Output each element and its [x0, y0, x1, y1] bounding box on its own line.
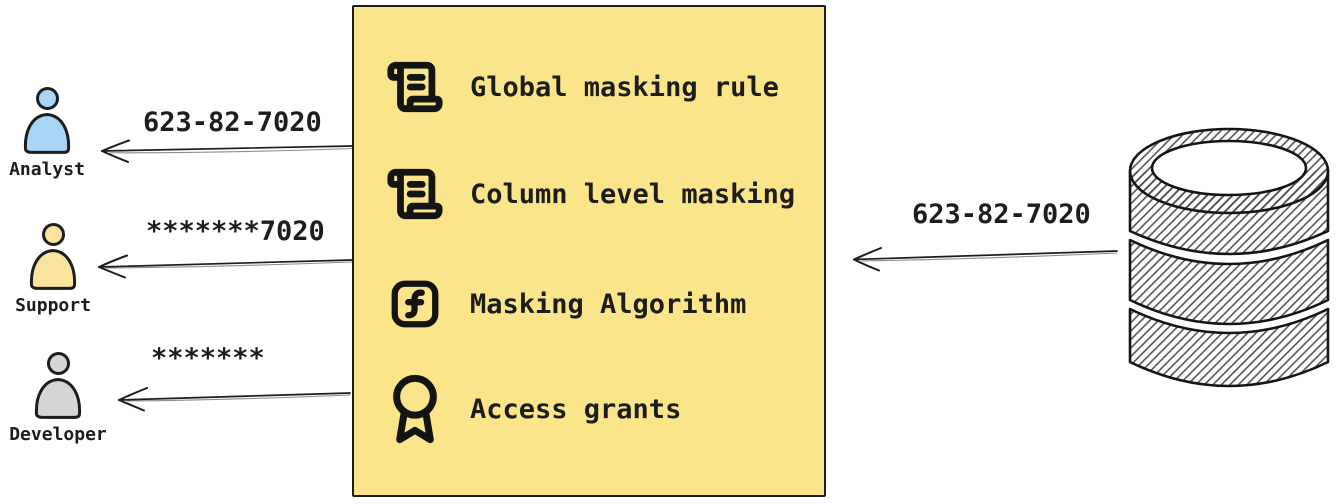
persona-support: Support: [0, 223, 108, 316]
masked-value-support: *******7020: [146, 216, 325, 247]
box-item-column-level-masking: Column level masking: [384, 161, 816, 227]
award-icon: [384, 374, 446, 444]
arrow-box-to-analyst: [101, 139, 353, 163]
support-person-icon: [29, 223, 77, 290]
box-item-global-masking-rule: Global masking rule: [384, 54, 816, 120]
database-icon: [1128, 127, 1330, 388]
persona-label-developer: Developer: [9, 424, 107, 445]
arrow-db-to-box: [853, 247, 1118, 272]
arrow-box-to-developer: [118, 387, 351, 412]
analyst-person-icon: [23, 87, 71, 154]
box-item-access-grants: Access grants: [384, 374, 816, 444]
box-item-label-masking-algorithm: Masking Algorithm: [470, 288, 747, 320]
box-item-label-access-grants: Access grants: [470, 393, 682, 425]
box-item-masking-algorithm: Masking Algorithm: [384, 271, 816, 337]
arrow-box-to-support: [98, 254, 353, 279]
scroll-text-icon: [384, 58, 446, 116]
persona-analyst: Analyst: [0, 87, 102, 180]
box-item-label-global-masking-rule: Global masking rule: [470, 71, 779, 103]
masked-value-developer: *******: [151, 343, 265, 374]
persona-developer: Developer: [3, 352, 113, 445]
function-square-icon: [384, 277, 446, 331]
masking-box: Global masking rule Column level masking…: [352, 5, 826, 497]
developer-person-icon: [34, 352, 82, 419]
db-original-value: 623-82-7020: [912, 199, 1091, 230]
persona-label-analyst: Analyst: [9, 159, 85, 180]
box-item-label-column-level-masking: Column level masking: [470, 178, 796, 210]
scroll-text-icon: [384, 165, 446, 223]
persona-label-support: Support: [15, 295, 91, 316]
masked-value-analyst: 623-82-7020: [143, 107, 322, 138]
